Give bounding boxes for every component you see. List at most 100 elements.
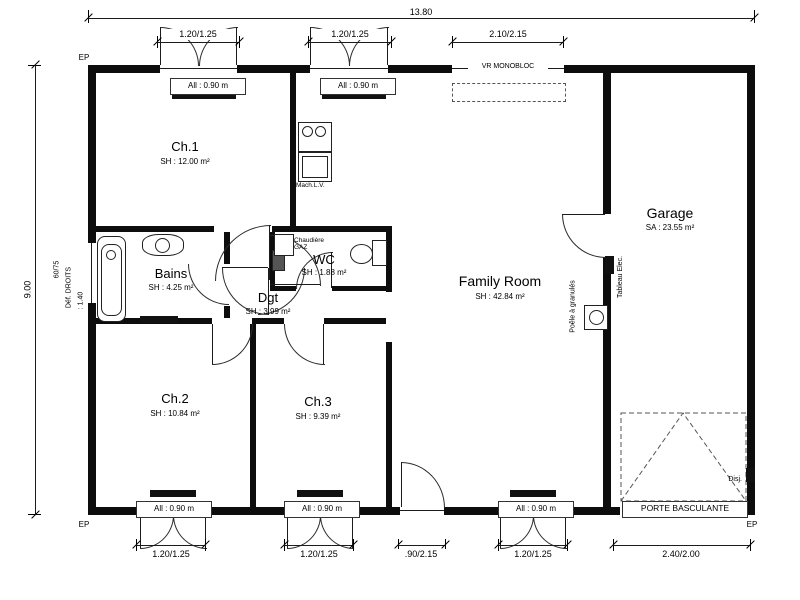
- room-area-bains: SH : 4.25 m²: [148, 283, 194, 292]
- window-sill-label: All : 0.90 m: [320, 78, 396, 95]
- toilet-tank: [372, 240, 387, 266]
- wall-right: [747, 65, 755, 515]
- shutter-leaf: [205, 515, 206, 548]
- room-area-ch3: SH : 9.39 m²: [295, 412, 341, 421]
- vr-monobloc-roller-box: [452, 83, 566, 102]
- room-label-dgt: Dgt: [257, 290, 279, 305]
- room-area-wc: SH : 1.88 m²: [301, 268, 347, 277]
- room-label-wc: WC: [313, 252, 335, 267]
- dim-bottom-5: 2.40/2.00: [649, 549, 713, 560]
- boiler-label-line2: GAZ: [294, 244, 308, 251]
- window-sill-label: All : 0.90 m: [498, 501, 574, 518]
- boiler-label-line1: Chaudière: [294, 237, 324, 244]
- room-area-dgt: SH : 3.99 m²: [245, 307, 291, 316]
- window-sill-label: All : 0.90 m: [170, 78, 246, 95]
- garage-door-leaf: [562, 214, 605, 215]
- appliance-label: Mach.L.V.: [296, 182, 325, 189]
- vr-monobloc-label: VR MONOBLOC: [468, 62, 548, 71]
- dim-line: [498, 545, 568, 546]
- shutter-arc: [287, 515, 321, 549]
- dgt-door-leaf: [222, 267, 268, 268]
- dim-bottom-2: 1.20/1.25: [287, 549, 351, 560]
- dim-total-height: 9.00: [22, 269, 34, 310]
- boiler-unit: [274, 234, 294, 256]
- door-opening: [214, 226, 272, 232]
- dim-top-3: 2.10/2.15: [476, 29, 540, 40]
- dgt-door-leaf: [270, 284, 320, 285]
- wall-interior: [250, 324, 256, 507]
- electrical-panel: [605, 256, 614, 274]
- breaker-box: [746, 468, 755, 482]
- shutter-leaf: [287, 515, 288, 548]
- ch3-door-arc: [284, 324, 325, 365]
- garage-door-arc: [562, 214, 606, 258]
- wall-top: [88, 65, 755, 73]
- wall-interior: [290, 73, 296, 232]
- appliance-detail: [302, 156, 328, 178]
- shutter-leaf: [236, 27, 237, 65]
- appliance-detail: [302, 126, 313, 137]
- pellet-stove-ring: [589, 310, 604, 325]
- room-label-ch3: Ch.3: [304, 394, 332, 409]
- front-door-opening: [400, 507, 444, 515]
- wc-door-leaf: [331, 252, 332, 288]
- shutter-leaf: [140, 515, 141, 548]
- dgt-door-leaf: [268, 268, 269, 314]
- room-label-ch2: Ch.2: [161, 391, 189, 406]
- dim-bottom-1: 1.20/1.25: [139, 549, 203, 560]
- passage-opening: [386, 292, 392, 342]
- bathtub-drain: [106, 250, 116, 260]
- dim-bottom-3: .90/2.15: [390, 549, 452, 560]
- garage-door-label: PORTE BASCULANTE: [622, 501, 748, 518]
- electrical-panel-label: Tableau Elec.: [617, 255, 624, 299]
- dim-line: [35, 65, 36, 515]
- ch2-door-leaf: [212, 324, 213, 364]
- breaker-label: Disj.: [728, 476, 742, 483]
- window-opening: [310, 65, 388, 73]
- room-label-garage: Garage: [646, 205, 694, 221]
- radiator: [322, 93, 386, 99]
- left-window-height: : 1.40: [77, 291, 85, 310]
- shutter-leaf: [160, 27, 161, 65]
- dim-line: [157, 42, 240, 43]
- dim-line: [284, 545, 354, 546]
- shutter-leaf: [387, 27, 388, 65]
- dim-top-1: 1.20/1.25: [166, 29, 230, 40]
- dim-line: [88, 18, 755, 19]
- dgt-door-leaf: [269, 225, 270, 280]
- garage-door-swing: [620, 412, 747, 502]
- appliance-detail: [315, 126, 326, 137]
- radiator: [172, 93, 236, 99]
- radiator: [510, 490, 556, 497]
- shutter-arc: [500, 515, 534, 549]
- ep-marker: EP: [78, 520, 90, 529]
- door-opening: [212, 318, 252, 324]
- wall-interior: [386, 226, 392, 507]
- wall-garage-separation: [603, 73, 611, 507]
- shutter-leaf: [500, 515, 501, 548]
- front-door-threshold: [400, 510, 444, 511]
- window-opening: [160, 65, 237, 73]
- sink-basin: [155, 238, 170, 253]
- ep-marker: EP: [746, 520, 758, 529]
- room-label-ch1: Ch.1: [171, 139, 199, 154]
- door-opening: [603, 214, 611, 257]
- radiator: [140, 316, 178, 323]
- bathtub-inner: [101, 244, 122, 316]
- left-window-size: 60/75: [53, 260, 61, 279]
- window-sill-label: All : 0.90 m: [136, 501, 212, 518]
- dim-line: [136, 545, 206, 546]
- radiator: [150, 490, 196, 497]
- dim-line: [308, 42, 392, 43]
- door-opening: [284, 318, 324, 324]
- window-sill-label: All : 0.90 m: [284, 501, 360, 518]
- room-label-family-room: Family Room: [458, 273, 542, 289]
- shutter-arc: [140, 515, 174, 549]
- window-opening-left: [88, 243, 96, 303]
- dim-line: [398, 545, 445, 546]
- room-area-ch2: SH : 10.84 m²: [150, 409, 200, 418]
- room-area-ch1: SH : 12.00 m²: [160, 157, 210, 166]
- ch2-door-arc: [212, 324, 253, 365]
- dim-bottom-4: 1.20/1.25: [501, 549, 565, 560]
